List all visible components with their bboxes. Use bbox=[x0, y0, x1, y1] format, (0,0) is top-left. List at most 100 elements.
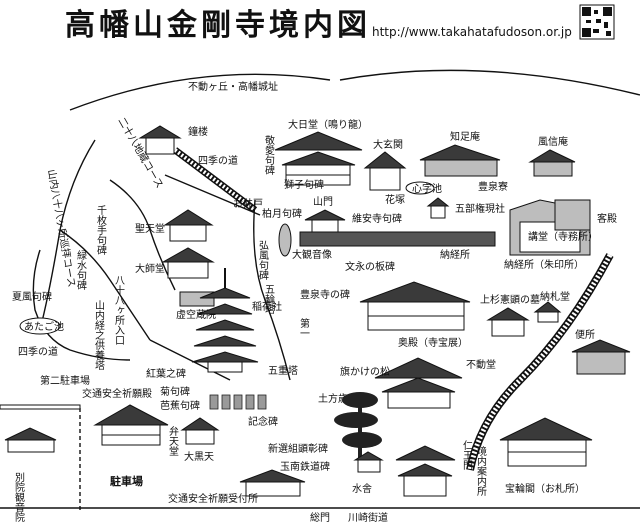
label-ikaanji: 維安寺句碑 bbox=[352, 212, 402, 225]
mizuya-building[interactable] bbox=[353, 451, 384, 473]
label-daiichi: 第一 bbox=[298, 317, 310, 338]
daigenkan-building[interactable] bbox=[363, 151, 407, 191]
label-okunoin: 奥殿（寺宝展） bbox=[398, 336, 468, 349]
label-shinsengumi: 新選組顕彰碑 bbox=[268, 442, 328, 455]
fudodo-building[interactable] bbox=[374, 357, 463, 409]
chishoan-building[interactable] bbox=[419, 144, 501, 177]
label-gorinto: 五輪塔 bbox=[263, 284, 275, 315]
nosatsudo-building[interactable] bbox=[533, 301, 562, 323]
label-kokoroji-ike: 心字池 bbox=[412, 182, 442, 195]
label-keiyo: 敬愛句碑 bbox=[263, 134, 275, 176]
atago-pond bbox=[19, 317, 61, 335]
pine-tree-icon bbox=[334, 392, 382, 470]
label-chishoan: 知足庵 bbox=[450, 130, 480, 143]
label-okuido: お井戸 bbox=[233, 197, 263, 210]
label-gojunoto: 五重塔 bbox=[268, 364, 298, 377]
label-shikinomichi2: 四季の道 bbox=[18, 345, 58, 358]
label-niomon: 仁王門 bbox=[461, 440, 473, 471]
label-parking: 駐車場 bbox=[110, 474, 143, 488]
label-bashokuhi: 芭蕉句碑 bbox=[160, 399, 200, 412]
label-shikino-michi: 四季の道 bbox=[198, 154, 238, 167]
label-gobu-gongen: 五部権現社 bbox=[455, 202, 505, 215]
label-fudodo: 不動堂 bbox=[466, 358, 496, 371]
stairway bbox=[172, 147, 258, 213]
label-kotsuanzen: 交通安全祈願殿 bbox=[82, 387, 152, 400]
label-benjo: 便所 bbox=[575, 328, 595, 341]
kotsuanzen-building[interactable] bbox=[93, 404, 169, 446]
hill-outline bbox=[69, 73, 331, 111]
label-kogatsu: 弘風句碑 bbox=[257, 240, 269, 281]
label-yumeni: 夏風句碑 bbox=[12, 290, 52, 303]
label-homotsukan: 宝輪閣（お札所） bbox=[505, 482, 585, 495]
sanmon-gate[interactable] bbox=[304, 209, 346, 235]
label-mizuya: 水舎 bbox=[352, 483, 372, 495]
seitendo-building[interactable] bbox=[163, 209, 214, 242]
label-fushinan: 風信庵 bbox=[538, 135, 568, 148]
qr-code-icon bbox=[579, 4, 615, 40]
label-somon: 総門 bbox=[310, 511, 330, 523]
label-sanmon: 山門 bbox=[313, 196, 333, 208]
gobu-gongen-shrine[interactable] bbox=[426, 197, 450, 219]
label-nokyosho: 納経所 bbox=[440, 248, 470, 261]
benjo-building[interactable] bbox=[571, 339, 631, 375]
homotsukan-building[interactable] bbox=[499, 417, 593, 467]
label-hanazuka: 花塚 bbox=[385, 193, 405, 206]
stone-wall bbox=[299, 231, 496, 247]
hiking-paths bbox=[32, 139, 291, 381]
label-shoro: 鐘楼 bbox=[188, 125, 208, 138]
label-yamanoke: 山内経之供養塔 bbox=[93, 300, 105, 371]
niomon-gate[interactable] bbox=[395, 445, 456, 497]
kyakuden-building[interactable] bbox=[509, 199, 591, 256]
label-enkaihi: 千枚手句碑 bbox=[95, 205, 107, 256]
label-kyonai-annai: 境内案内所 bbox=[475, 445, 487, 497]
label-tanuki: 旗かけの松 bbox=[340, 365, 390, 378]
stone-monuments bbox=[209, 394, 267, 410]
label-kozokuhi: 緑水句碑 bbox=[75, 249, 87, 291]
uesugi-grave[interactable] bbox=[486, 307, 530, 337]
hill-outline-east bbox=[339, 69, 640, 96]
label-kodo: 講堂（寺務所） bbox=[528, 230, 598, 243]
label-hachijuhachi: 八十八ヶ所入口 bbox=[113, 275, 125, 345]
label-dainichido: 大日堂（鳴り龍） bbox=[288, 118, 368, 131]
shoro-building[interactable] bbox=[138, 125, 182, 155]
map-title: 高幡山金剛寺境内図 bbox=[65, 8, 371, 43]
label-hoshoryo: 豊泉寮 bbox=[478, 180, 508, 193]
okunoin-building[interactable] bbox=[359, 281, 471, 331]
label-monju: 文永の板碑 bbox=[345, 260, 395, 273]
daikannon-statue[interactable] bbox=[278, 223, 292, 257]
label-seitendo: 聖天堂 bbox=[135, 223, 165, 235]
label-kikuhi: 菊句碑 bbox=[160, 385, 190, 398]
label-daikannon: 大観音像 bbox=[292, 248, 332, 261]
label-tamanan: 玉南鉄道碑 bbox=[280, 460, 330, 473]
label-hakugetsu: 柏月句碑 bbox=[262, 207, 302, 220]
label-uesugi: 上杉憲顕の墓 bbox=[480, 293, 540, 306]
label-hosenji: 豊泉寺の碑 bbox=[300, 288, 350, 301]
kotsu-uketsuke-building[interactable] bbox=[239, 469, 306, 497]
kokoroji-pond bbox=[405, 181, 435, 195]
label-kinenhi: 記念碑 bbox=[248, 415, 278, 428]
betsuin-building[interactable] bbox=[4, 427, 57, 453]
label-betsuin: 別院観音院 bbox=[13, 472, 25, 523]
label-kyakuden: 客殿 bbox=[597, 212, 617, 225]
fushinan-building[interactable] bbox=[528, 149, 576, 177]
label-kyoku-hi: 紅葉之碑 bbox=[146, 367, 186, 380]
label-nokyo-shuin: 納経所（朱印所） bbox=[504, 258, 584, 271]
label-atakoike: あたご池 bbox=[24, 320, 64, 333]
benten-building[interactable] bbox=[180, 417, 220, 445]
label-shishikohi: 獅子句碑 bbox=[284, 178, 324, 191]
label-inari: 稲荷社 bbox=[252, 300, 282, 313]
label-daigenkan: 大玄関 bbox=[373, 138, 403, 151]
gojunoto-pagoda[interactable] bbox=[191, 268, 259, 373]
label-daini-parking: 第二駐車場 bbox=[40, 374, 90, 387]
label-benten: 弁天堂 bbox=[167, 425, 179, 456]
daishido-building[interactable] bbox=[161, 247, 215, 279]
label-daishido: 大師堂 bbox=[135, 262, 165, 275]
dainichido-building[interactable] bbox=[274, 131, 363, 186]
label-fudogaoka: 不動ヶ丘・高幡城址 bbox=[188, 80, 278, 93]
site-url[interactable]: http://www.takahatafudoson.or.jp bbox=[372, 25, 572, 39]
label-kawasaki-kaido: 川崎街道 bbox=[348, 511, 388, 523]
label-kotsu-uketsuke: 交通安全祈願受付所 bbox=[168, 492, 258, 505]
label-daiko: 大黒天 bbox=[184, 450, 214, 463]
